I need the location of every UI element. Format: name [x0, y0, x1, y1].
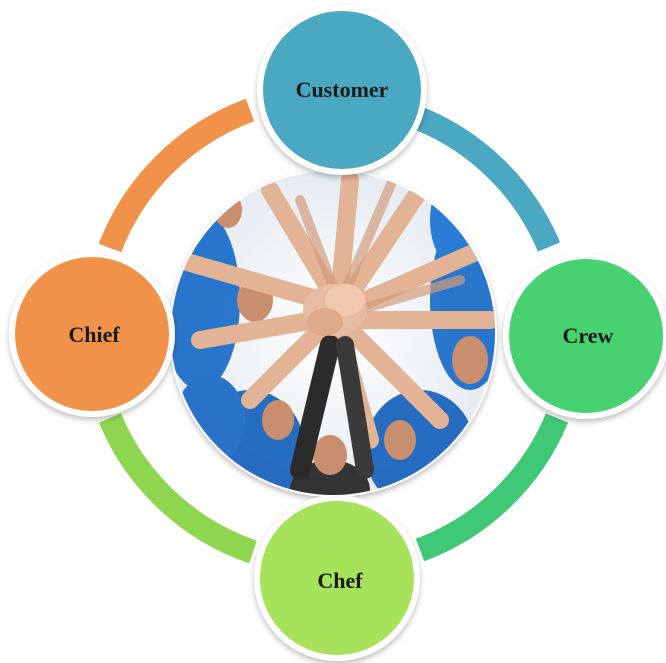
node-chief-circle: [9, 251, 175, 417]
arc-customer-crew: [413, 106, 561, 252]
arc-crew-chef: [415, 413, 569, 562]
node-customer: Customer: [257, 5, 427, 175]
node-chief: Chief: [9, 251, 175, 417]
node-chef-label: Chef: [317, 568, 363, 593]
node-chef-circle: [254, 495, 420, 661]
node-crew-label: Crew: [563, 323, 614, 348]
node-chef: Chef: [254, 495, 420, 661]
node-crew-circle: [503, 253, 666, 419]
node-customer-circle: [257, 5, 427, 175]
team-hands-photo: [171, 171, 495, 495]
node-customer-label: Customer: [296, 77, 389, 102]
arc-chief-customer: [98, 98, 255, 253]
node-chief-label: Chief: [68, 322, 120, 347]
arc-chef-chief: [98, 413, 257, 564]
node-crew: Crew: [503, 253, 666, 419]
connector-ring: [98, 98, 569, 564]
